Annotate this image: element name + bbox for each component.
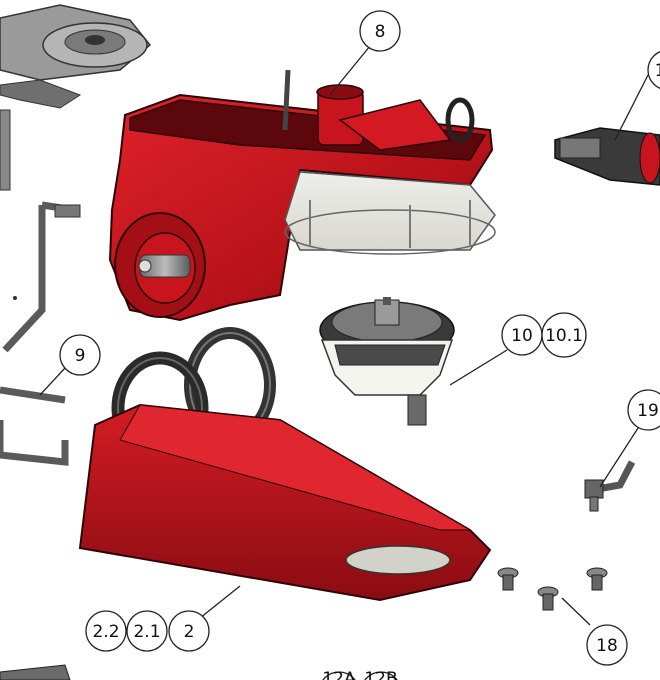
callout-2-1-label: 2.1 bbox=[133, 622, 160, 642]
pipe-fitting bbox=[584, 460, 636, 512]
leader-lines bbox=[39, 45, 649, 626]
callout-12a-label: 12A bbox=[322, 669, 356, 680]
motor bbox=[554, 127, 660, 186]
callout-12b: 12B bbox=[364, 669, 398, 680]
spindle-unit bbox=[319, 297, 455, 426]
callout-10-1-label: 10.1 bbox=[545, 326, 583, 346]
callout-1-label: 1 bbox=[655, 61, 660, 81]
callout-1: 1 bbox=[647, 50, 660, 90]
callout-8-label: 8 bbox=[375, 22, 386, 42]
pulley-belt-assembly bbox=[0, 4, 152, 191]
callout-10: 10 bbox=[501, 314, 543, 356]
callout-2: 2 bbox=[168, 610, 210, 652]
callout-19-label: 19 bbox=[637, 401, 659, 421]
callout-12a: 12A bbox=[322, 669, 356, 680]
callout-2-2: 2.2 bbox=[85, 610, 127, 652]
bottom-fragment bbox=[0, 664, 71, 680]
upper-red-housing bbox=[108, 69, 494, 322]
callout-8: 8 bbox=[359, 10, 401, 52]
callout-10-1: 10.1 bbox=[541, 312, 587, 358]
callout-10-label: 10 bbox=[511, 326, 533, 346]
callout-9-label: 9 bbox=[75, 346, 86, 366]
rubber-feet bbox=[497, 567, 608, 611]
glass-bowl bbox=[284, 171, 496, 255]
callouts: 8 1 9 10 10.1 19 2.2 2.1 bbox=[59, 10, 660, 680]
callout-2-1: 2.1 bbox=[126, 610, 168, 652]
callout-19: 19 bbox=[627, 389, 660, 431]
callout-18-label: 18 bbox=[596, 636, 618, 656]
callout-2-2-label: 2.2 bbox=[92, 622, 119, 642]
pipe-assembly bbox=[0, 201, 81, 466]
callout-9: 9 bbox=[59, 334, 101, 376]
callout-12b-label: 12B bbox=[364, 669, 397, 680]
lower-red-base bbox=[78, 403, 492, 602]
callout-2-label: 2 bbox=[184, 622, 195, 642]
callout-18: 18 bbox=[586, 624, 628, 666]
